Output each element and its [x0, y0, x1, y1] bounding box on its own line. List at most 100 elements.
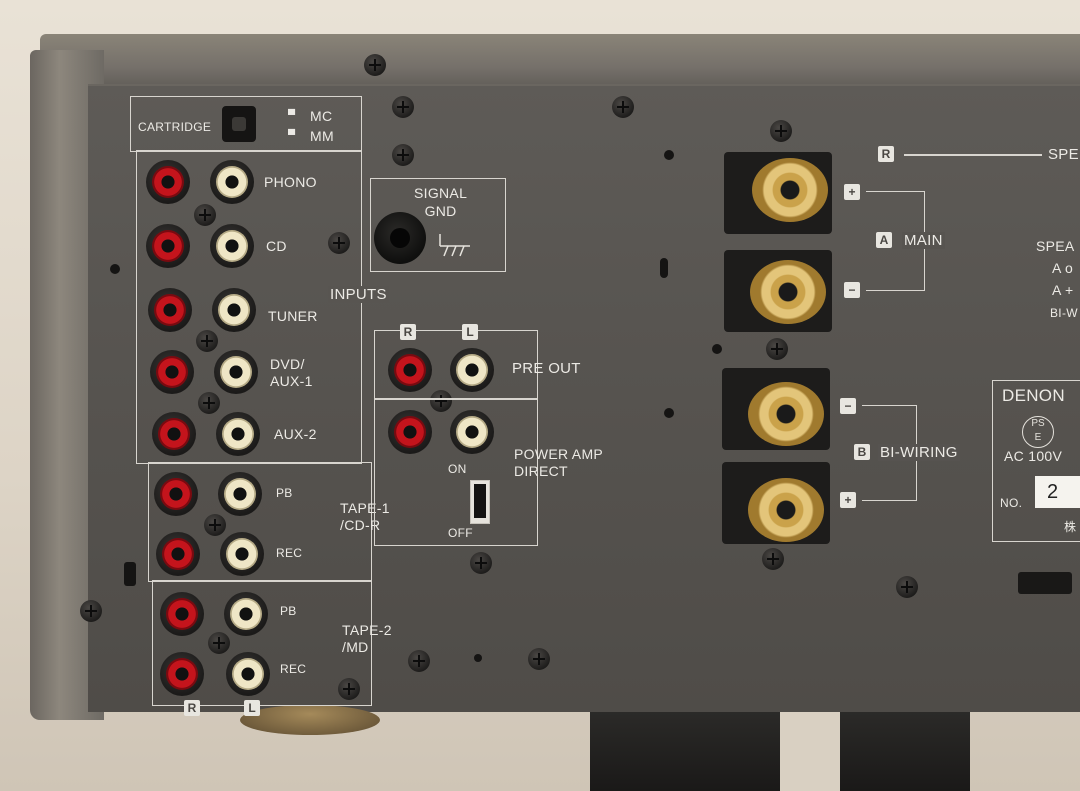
- screw: [208, 632, 230, 654]
- tape2-rec-label: REC: [280, 662, 307, 676]
- screw: [896, 576, 918, 598]
- b-plus-badge: +: [840, 492, 856, 508]
- vent-slot: [1018, 572, 1072, 594]
- tape1-label: TAPE-1 /CD-R: [340, 500, 390, 533]
- tuner-r-jack[interactable]: [148, 288, 192, 332]
- mc-label: MC: [310, 108, 333, 124]
- screw: [328, 232, 350, 254]
- tape2-box: [152, 580, 372, 706]
- signal-gnd-label: SIGNAL GND: [414, 185, 468, 219]
- panel-hole: [664, 150, 674, 160]
- speaker-info-line-2: A o: [1052, 260, 1074, 276]
- pre-out-r-badge: R: [400, 324, 416, 340]
- maker-label: 株: [1064, 520, 1077, 534]
- speaker-r-badge: R: [878, 146, 894, 162]
- speaker-a-minus-terminal[interactable]: [750, 260, 826, 324]
- voltage-label: AC 100V: [1004, 448, 1063, 464]
- phono-l-jack[interactable]: [210, 160, 254, 204]
- speaker-r-line: [904, 154, 1042, 156]
- cd-l-jack[interactable]: [210, 224, 254, 268]
- speaker-info-line-3: A +: [1052, 282, 1074, 298]
- power-amp-r-jack[interactable]: [388, 410, 432, 454]
- mc-marker-icon: ▀: [288, 110, 296, 121]
- screw: [408, 650, 430, 672]
- label-plate: [992, 380, 1080, 542]
- screw: [612, 96, 634, 118]
- phono-r-jack[interactable]: [146, 160, 190, 204]
- panel-hole: [664, 408, 674, 418]
- power-amp-direct-label: POWER AMP DIRECT: [514, 446, 604, 479]
- dvd-aux1-label: DVD/ AUX-1: [270, 356, 313, 389]
- tape2-rec-r-jack[interactable]: [160, 652, 204, 696]
- screw: [762, 548, 784, 570]
- screw: [204, 514, 226, 536]
- speaker-b-plus-terminal[interactable]: [748, 478, 824, 542]
- phono-label: PHONO: [264, 174, 317, 190]
- cartridge-switch[interactable]: [222, 106, 256, 142]
- tape1-box: [148, 462, 372, 582]
- power-amp-l-jack[interactable]: [450, 410, 494, 454]
- speaker-b-minus-terminal[interactable]: [748, 382, 824, 446]
- signal-gnd-box: [370, 178, 506, 272]
- tape1-rec-label: REC: [276, 546, 303, 560]
- ground-terminal[interactable]: [374, 212, 426, 264]
- biwiring-label: BI-WIRING: [878, 444, 960, 461]
- tape2-pb-r-jack[interactable]: [160, 592, 204, 636]
- cd-r-jack[interactable]: [146, 224, 190, 268]
- screw: [770, 120, 792, 142]
- panel-hole: [110, 264, 120, 274]
- panel-slot: [124, 562, 136, 586]
- tape2-rec-l-jack[interactable]: [226, 652, 270, 696]
- tape2-label: TAPE-2 /MD: [342, 622, 392, 655]
- panel-hole: [474, 654, 482, 662]
- panel-slot: [660, 258, 668, 278]
- screw: [364, 54, 386, 76]
- screw: [392, 96, 414, 118]
- dvd-aux1-r-jack[interactable]: [150, 350, 194, 394]
- channel-l-badge: L: [244, 700, 260, 716]
- panel-hole: [712, 344, 722, 354]
- ground-symbol-icon: [439, 234, 470, 257]
- speaker-info-line-4: BI-W: [1050, 306, 1078, 320]
- switch-off-label: OFF: [448, 526, 473, 540]
- foot: [240, 705, 380, 735]
- amplifier-top-lid: [40, 34, 1080, 90]
- screw: [766, 338, 788, 360]
- power-amp-direct-switch[interactable]: [470, 480, 490, 524]
- cartridge-box: [130, 96, 362, 152]
- tuner-l-jack[interactable]: [212, 288, 256, 332]
- tape1-rec-l-jack[interactable]: [220, 532, 264, 576]
- speakers-title: SPE: [1048, 146, 1079, 163]
- speaker-a-plus-terminal[interactable]: [752, 158, 828, 222]
- b-badge: B: [854, 444, 870, 460]
- screw: [430, 390, 452, 412]
- pse-mark-icon: PS E: [1022, 416, 1054, 448]
- main-label: MAIN: [902, 232, 945, 249]
- serial-no-label: NO.: [1000, 496, 1023, 510]
- screw: [470, 552, 492, 574]
- power-amp-box: [374, 398, 538, 546]
- mm-label: MM: [310, 128, 334, 144]
- aux2-r-jack[interactable]: [152, 412, 196, 456]
- screw: [528, 648, 550, 670]
- aux2-l-jack[interactable]: [216, 412, 260, 456]
- screw: [80, 600, 102, 622]
- tape1-pb-r-jack[interactable]: [154, 472, 198, 516]
- pre-out-l-jack[interactable]: [450, 348, 494, 392]
- aux2-label: AUX-2: [274, 426, 317, 442]
- a-badge: A: [876, 232, 892, 248]
- dvd-aux1-l-jack[interactable]: [214, 350, 258, 394]
- cd-label: CD: [266, 238, 287, 254]
- speaker-info-line-1: SPEA: [1036, 238, 1075, 254]
- tuner-label: TUNER: [268, 308, 318, 324]
- stand-gap: [780, 712, 840, 791]
- tape1-pb-l-jack[interactable]: [218, 472, 262, 516]
- a-minus-badge: −: [844, 282, 860, 298]
- serial-number: 2: [1035, 476, 1080, 508]
- screw: [338, 678, 360, 700]
- tape1-rec-r-jack[interactable]: [156, 532, 200, 576]
- pre-out-r-jack[interactable]: [388, 348, 432, 392]
- mm-marker-icon: ▀: [288, 130, 296, 141]
- tape2-pb-l-jack[interactable]: [224, 592, 268, 636]
- channel-r-badge: R: [184, 700, 200, 716]
